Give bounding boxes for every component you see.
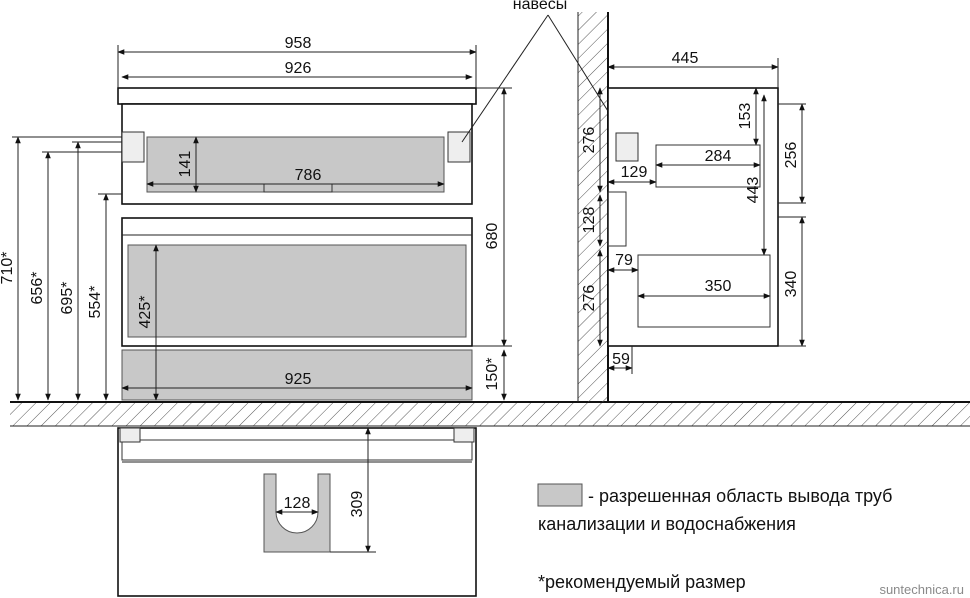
dim-plan-309: 309	[349, 491, 366, 518]
dim-side-79: 79	[615, 252, 633, 269]
dim-plan-128: 128	[284, 495, 311, 512]
dim-side-129: 129	[621, 164, 648, 181]
dim-overall-width: 958	[285, 35, 312, 52]
dim-upper-height: 141	[177, 151, 194, 178]
front-dimensions	[12, 14, 627, 401]
dim-710: 710*	[0, 252, 16, 285]
wall	[577, 12, 609, 402]
legend-swatch	[537, 483, 583, 507]
watermark: suntechnica.ru	[879, 582, 964, 597]
dim-695: 695*	[59, 282, 76, 315]
dim-554: 554*	[87, 286, 104, 319]
dim-lower-height: 425*	[137, 296, 154, 329]
dim-lower-width: 925	[285, 371, 312, 388]
dim-depth: 445	[672, 50, 699, 67]
dim-side-340: 340	[783, 271, 800, 298]
dim-side-256: 256	[783, 142, 800, 169]
dim-side-284: 284	[705, 148, 732, 165]
dim-cabinet-height: 680	[484, 223, 501, 250]
legend-line-2: канализации и водоснабжения	[538, 514, 796, 534]
dim-side-350: 350	[705, 278, 732, 295]
dim-floor-gap: 150*	[484, 358, 501, 391]
side-cabinet	[607, 87, 806, 347]
front-cabinet	[117, 87, 477, 401]
dim-side-153: 153	[737, 103, 754, 130]
legend-line-1: - разрешенная область вывода труб	[588, 486, 892, 506]
dim-656: 656*	[29, 272, 46, 305]
side-dimensions	[597, 58, 805, 374]
dim-inner-width: 926	[285, 60, 312, 77]
plan-view	[117, 427, 477, 597]
dim-side-276-top: 276	[581, 127, 598, 154]
floor	[10, 401, 970, 427]
dim-upper-width: 786	[295, 167, 322, 184]
dim-side-59: 59	[612, 351, 630, 368]
pipe-area-floor	[121, 349, 473, 401]
pipe-area-lower	[127, 244, 467, 338]
dim-side-276-bottom: 276	[581, 285, 598, 312]
recommended-note: *рекомендуемый размер	[538, 572, 746, 592]
pipe-area-plan	[263, 473, 331, 553]
hinges-label: навесы	[513, 0, 567, 13]
dim-side-128: 128	[581, 207, 598, 234]
dim-side-443: 443	[745, 177, 762, 204]
